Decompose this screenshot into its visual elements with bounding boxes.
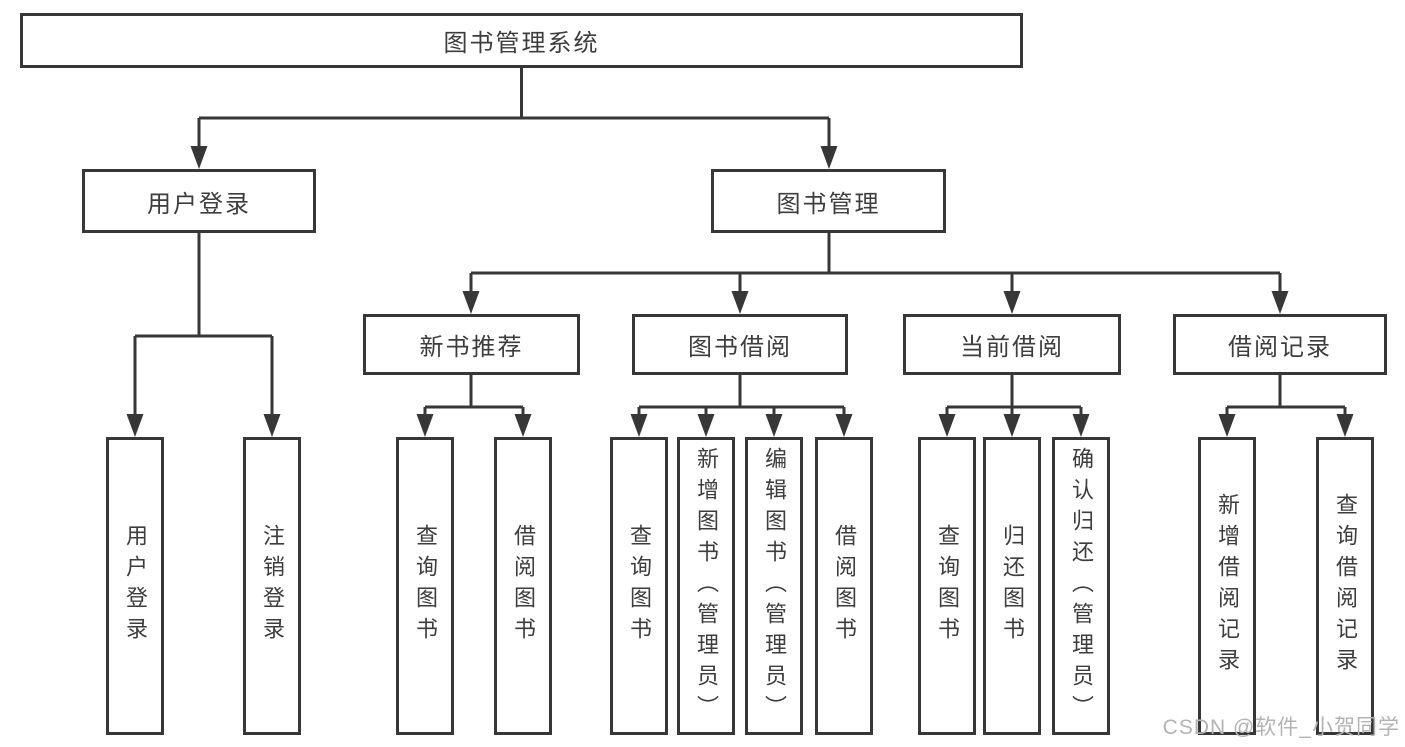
node-label: 注销登录 xyxy=(260,524,285,648)
watermark: CSDN @软件_小贺同学 xyxy=(1162,716,1400,739)
connector-new-book-recommend-to-children xyxy=(423,375,525,418)
arrowhead xyxy=(1072,414,1090,437)
arrowhead xyxy=(263,414,281,437)
node-new-book-recommend: 新书推荐 xyxy=(363,314,580,375)
node-library-management-system: 图书管理系统 xyxy=(20,13,1023,68)
node-return-books: 归还图书 xyxy=(983,437,1041,735)
node-book-management: 图书管理 xyxy=(711,169,946,233)
arrowhead xyxy=(835,414,853,437)
node-label: 图书借阅 xyxy=(688,334,792,361)
arrowhead xyxy=(1003,414,1021,437)
node-add-borrow-record: 新增借阅记录 xyxy=(1198,437,1256,735)
node-confirm-return-admin: 确认归还（管理员） xyxy=(1052,437,1110,735)
node-label: 归还图书 xyxy=(1000,524,1025,648)
node-label: 新增借阅记录 xyxy=(1215,493,1240,679)
arrowhead xyxy=(1003,291,1021,314)
node-user-login-leaf: 用户登录 xyxy=(106,437,164,735)
node-borrow-books-borrowing: 借阅图书 xyxy=(815,437,873,735)
arrowhead xyxy=(514,414,532,437)
node-label: 查询图书 xyxy=(413,524,438,648)
node-query-books-recommend: 查询图书 xyxy=(396,437,454,735)
node-label: 借阅图书 xyxy=(511,524,536,648)
connector-user-login-to-children xyxy=(133,233,274,418)
connector-book-management-to-level3 xyxy=(469,233,1282,295)
node-edit-books-admin: 编辑图书（管理员） xyxy=(745,437,803,735)
arrowhead xyxy=(630,414,648,437)
node-query-books-borrowing: 查询图书 xyxy=(610,437,668,735)
arrowhead xyxy=(416,414,434,437)
node-label: 编辑图书（管理员） xyxy=(762,446,787,726)
node-label: 用户登录 xyxy=(147,190,251,218)
node-label: 用户登录 xyxy=(123,524,148,648)
node-label: 查询借阅记录 xyxy=(1333,493,1358,679)
node-label: 借阅记录 xyxy=(1228,334,1332,361)
arrowhead xyxy=(697,414,715,437)
arrowhead xyxy=(1336,414,1354,437)
node-user-login: 用户登录 xyxy=(82,169,316,233)
node-label: 新增图书（管理员） xyxy=(694,446,719,726)
arrowhead xyxy=(820,146,838,169)
node-borrow-books-recommend: 借阅图书 xyxy=(494,437,552,735)
node-logout: 注销登录 xyxy=(243,437,301,735)
node-label: 新书推荐 xyxy=(419,334,524,361)
node-label: 当前借阅 xyxy=(960,334,1064,361)
arrowhead xyxy=(938,414,956,437)
arrowhead xyxy=(731,291,749,314)
connector-root-to-level2 xyxy=(197,68,831,150)
node-label: 图书管理系统 xyxy=(443,30,600,57)
node-label: 查询图书 xyxy=(627,524,652,648)
node-label: 借阅图书 xyxy=(832,524,857,648)
node-borrowing-records: 借阅记录 xyxy=(1173,314,1387,375)
node-query-borrow-record: 查询借阅记录 xyxy=(1316,437,1374,735)
node-add-books-admin: 新增图书（管理员） xyxy=(677,437,735,735)
node-label: 图书管理 xyxy=(776,190,881,218)
arrowhead xyxy=(1271,291,1289,314)
arrowhead xyxy=(126,414,144,437)
node-label: 确认归还（管理员） xyxy=(1069,446,1094,726)
node-query-books-current: 查询图书 xyxy=(918,437,976,735)
arrowhead xyxy=(190,146,208,169)
arrowhead xyxy=(1218,414,1236,437)
node-label: 查询图书 xyxy=(935,524,960,648)
connector-borrowing-records-to-children xyxy=(1225,375,1347,418)
arrowhead xyxy=(462,291,480,314)
connector-current-borrowing-to-children xyxy=(945,375,1083,418)
connector-book-borrowing-to-children xyxy=(637,375,846,418)
arrowhead xyxy=(765,414,783,437)
node-book-borrowing: 图书借阅 xyxy=(632,314,848,375)
node-current-borrowing: 当前借阅 xyxy=(903,314,1121,375)
